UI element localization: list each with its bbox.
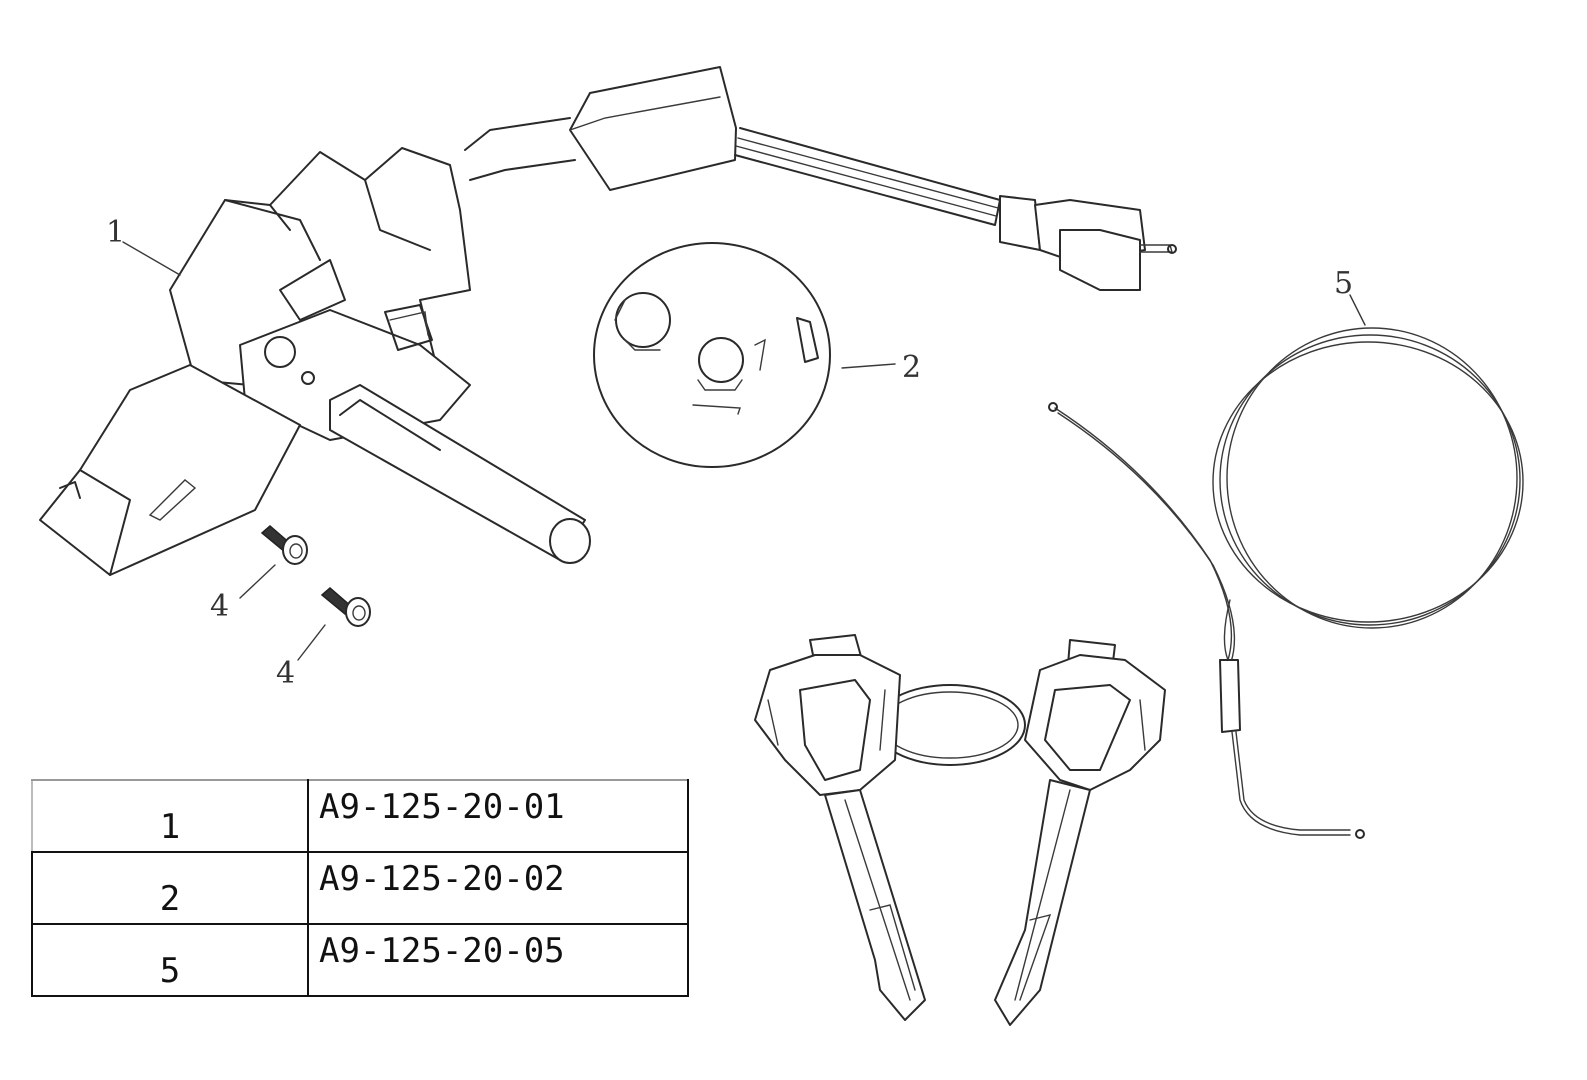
- part-code: A9-125-20-05: [307, 923, 689, 997]
- callout-5: 5: [1334, 266, 1353, 301]
- part-index: 1: [31, 779, 309, 853]
- key-set: [754, 634, 1166, 1026]
- part-index: 5: [31, 923, 309, 997]
- table-row: 5 A9-125-20-05: [31, 923, 689, 997]
- throttle-cable: [1048, 294, 1524, 839]
- screw-b: [297, 587, 371, 661]
- screw-a: [239, 525, 308, 599]
- cover-disc: [593, 242, 896, 468]
- part-code: A9-125-20-02: [307, 851, 689, 925]
- part-code: A9-125-20-01: [307, 779, 689, 853]
- callout-2: 2: [902, 350, 921, 385]
- table-row: 1 A9-125-20-01: [31, 779, 689, 853]
- table-row: 2 A9-125-20-02: [31, 851, 689, 925]
- callout-4b: 4: [276, 656, 295, 691]
- callout-4a: 4: [210, 589, 229, 624]
- parts-table: 1 A9-125-20-01 2 A9-125-20-02 5 A9-125-2…: [31, 779, 689, 997]
- part-index: 2: [31, 851, 309, 925]
- ignition-switch-assembly: [39, 66, 1177, 576]
- callout-1: 1: [106, 215, 125, 250]
